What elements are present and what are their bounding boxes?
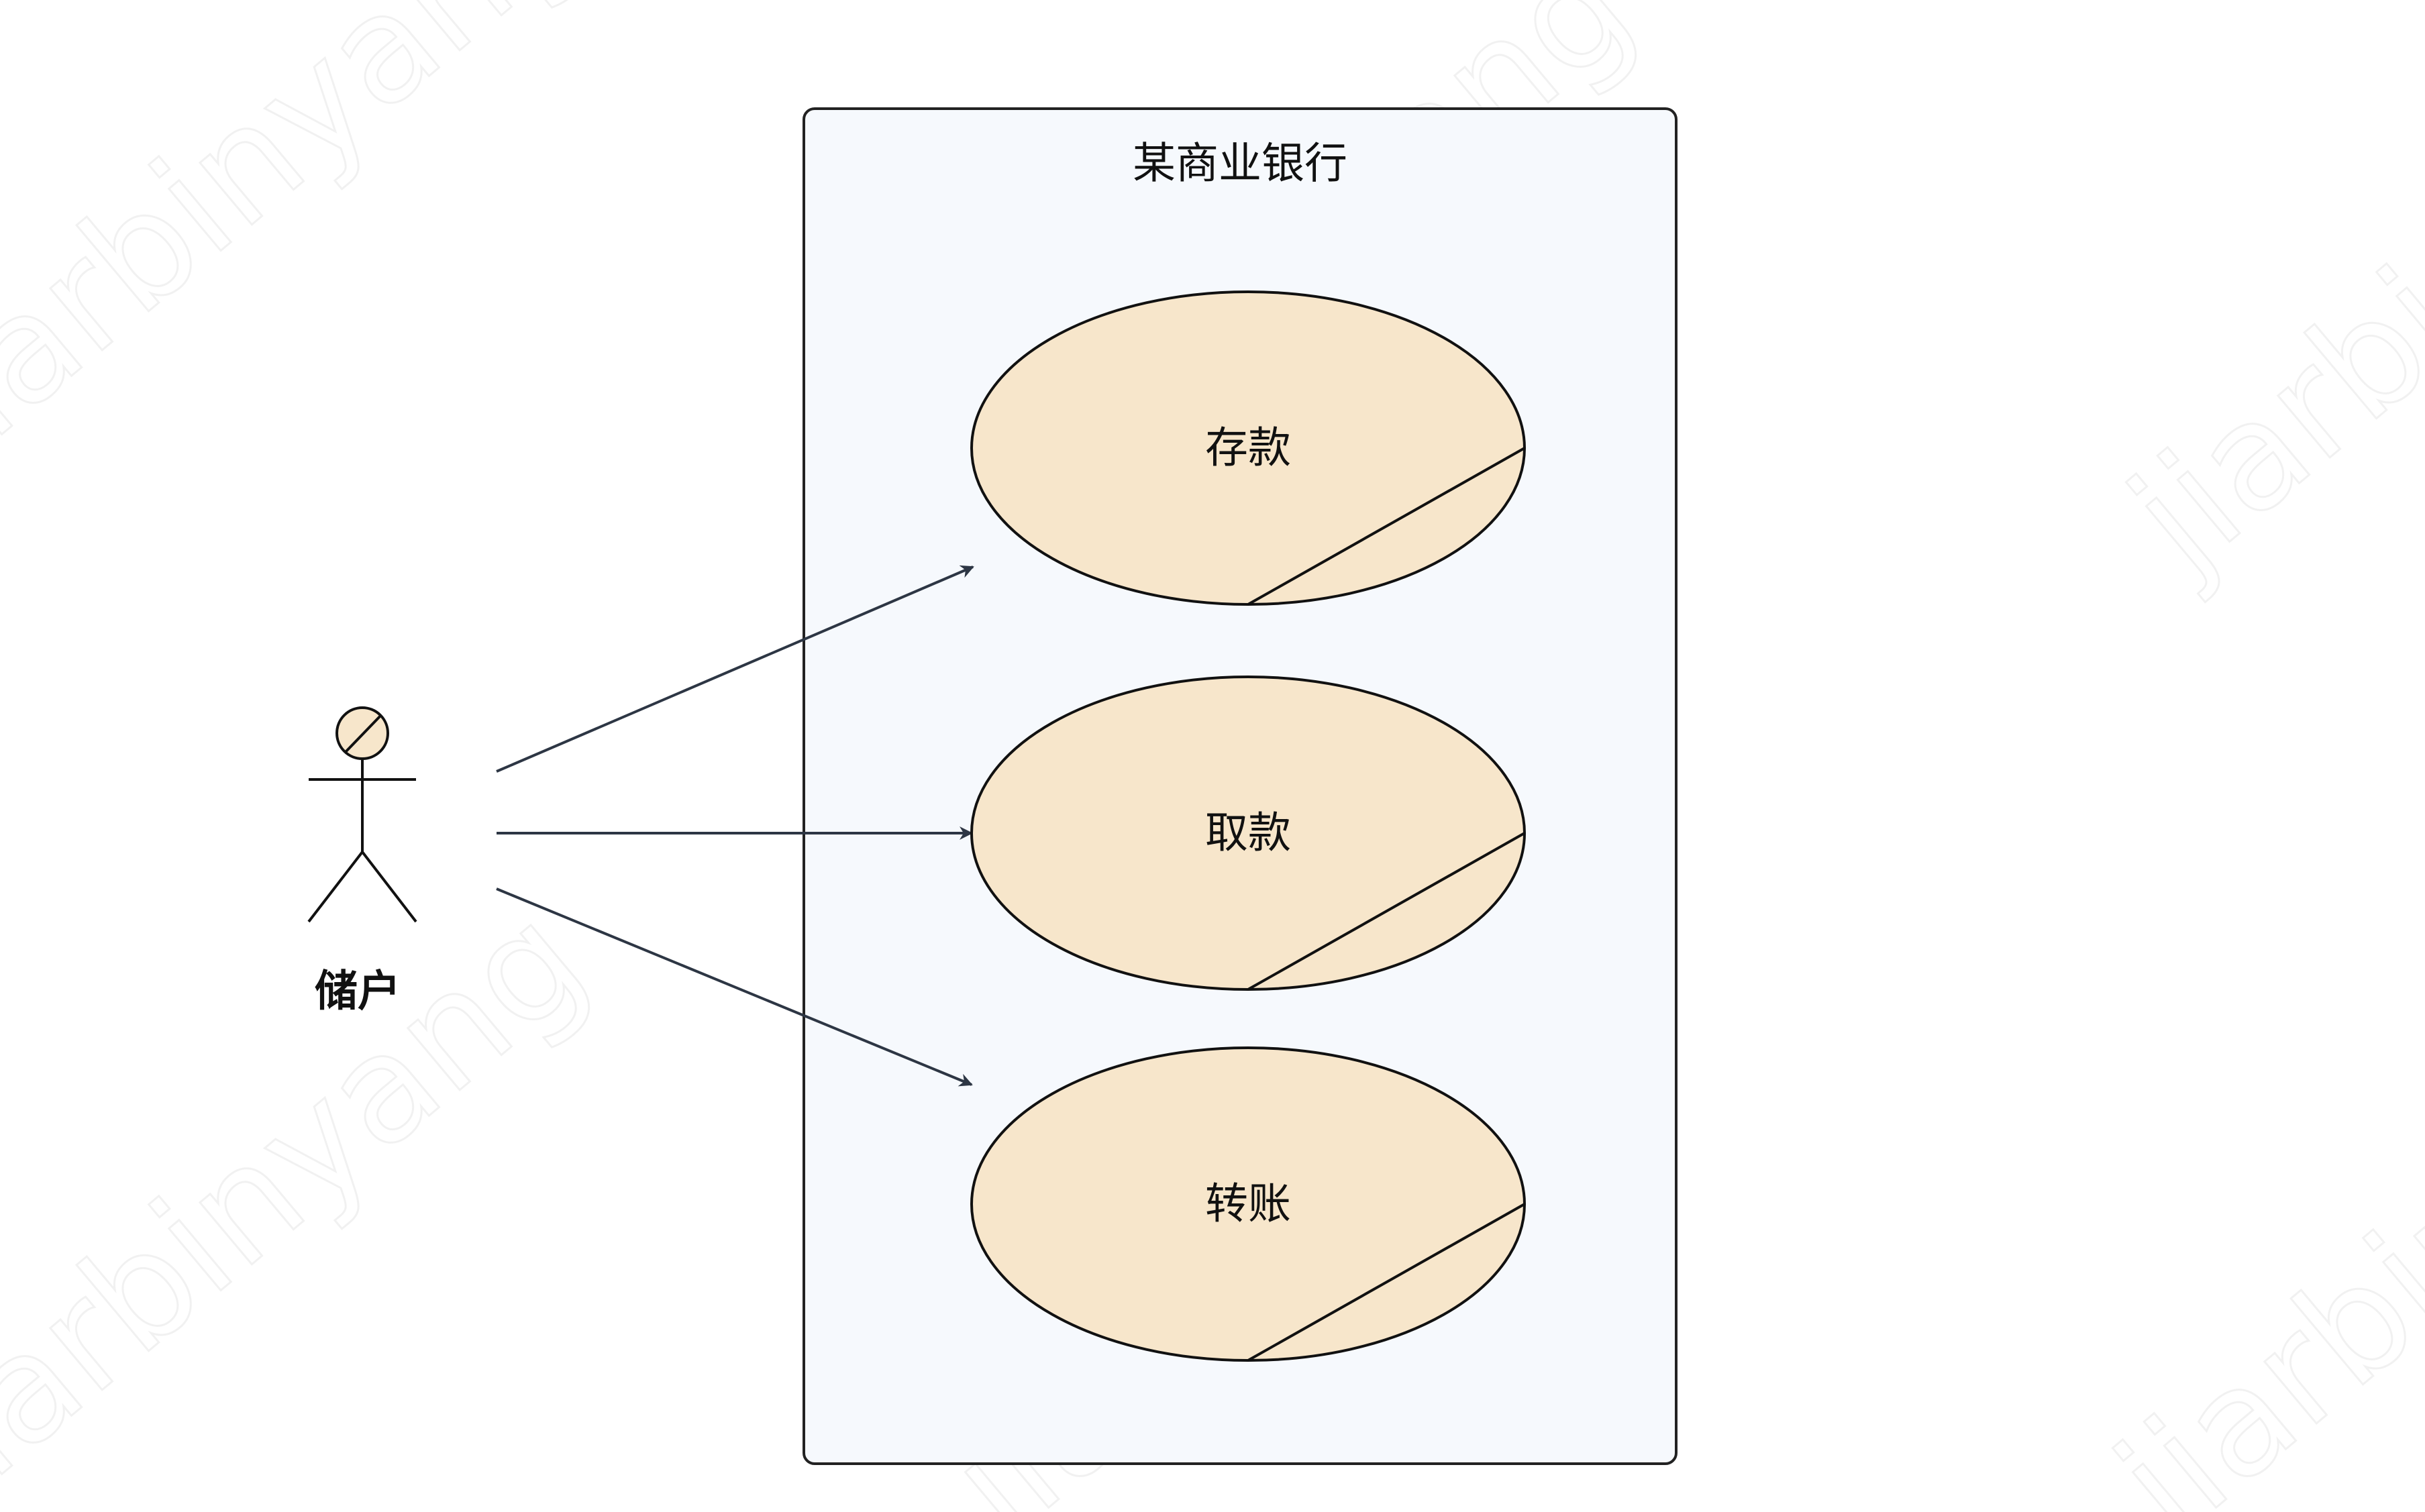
use-case-transfer[interactable]: 转账	[970, 1046, 1526, 1362]
use-case-deposit-slash	[1247, 447, 1525, 606]
actor-depositor[interactable]: 储户	[307, 706, 417, 1017]
association-arrow-deposit[interactable]	[496, 565, 974, 773]
associations	[496, 565, 974, 1087]
use-case-withdraw-slash	[1247, 832, 1525, 991]
use-case-deposit-label: 存款	[1205, 424, 1291, 474]
use-case-deposit[interactable]: 存款	[970, 290, 1526, 606]
actor-left-leg	[307, 851, 364, 923]
watermark-text: jiarbinyang	[0, 873, 615, 1512]
watermark-text: jiarbinyang	[2098, 0, 2425, 605]
use-case-transfer-slash	[1247, 1203, 1525, 1362]
use-case-withdraw[interactable]: 取款	[970, 676, 1526, 991]
system-title: 某商业银行	[1133, 140, 1347, 189]
actor-head-slash	[344, 714, 382, 754]
watermark-text: jiarbinyang	[0, 0, 615, 498]
actor-label: 储户	[315, 967, 401, 1017]
use-case-transfer-label: 转账	[1205, 1180, 1291, 1230]
association-arrow-transfer[interactable]	[496, 887, 973, 1087]
use-case-withdraw-label: 取款	[1205, 809, 1291, 859]
actor-right-leg	[361, 851, 417, 923]
watermark-text: jiarbinyang	[2084, 907, 2425, 1512]
